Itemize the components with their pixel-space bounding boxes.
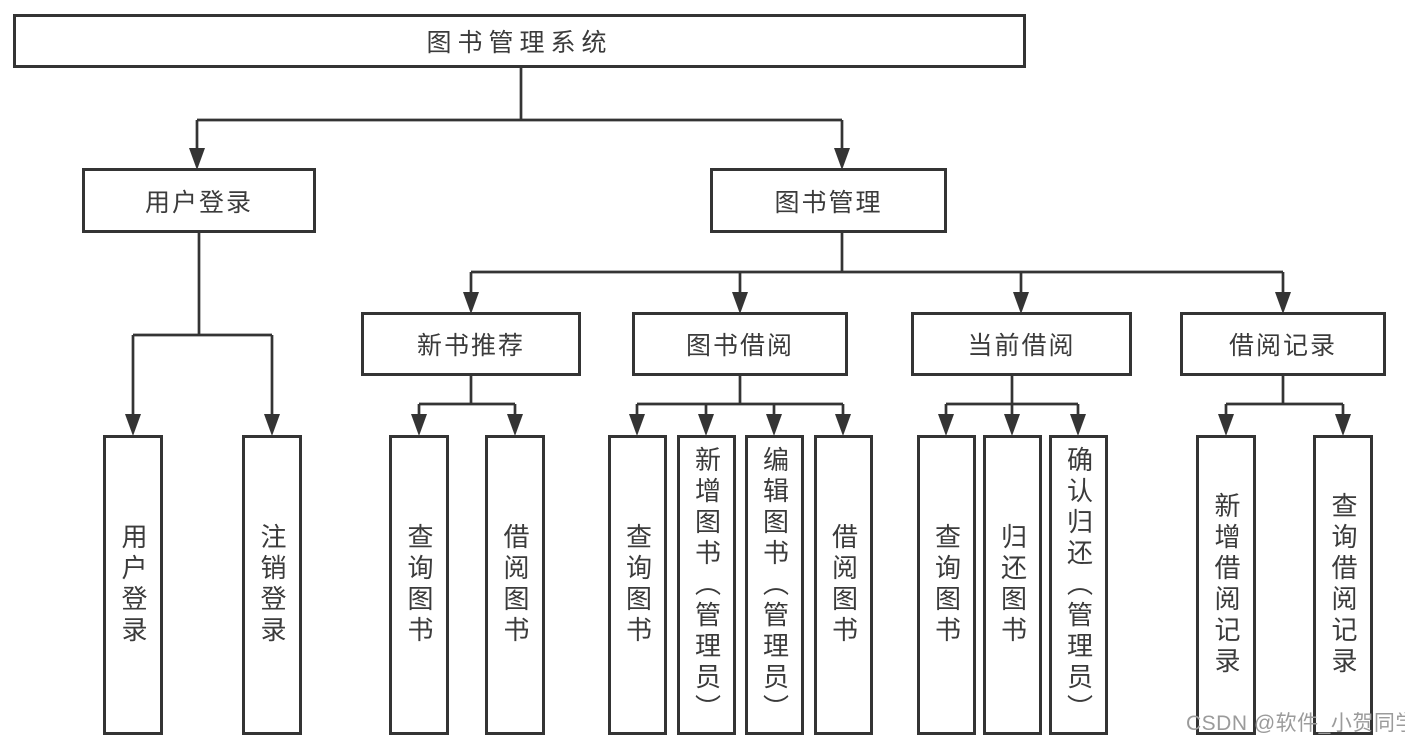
node-label: 查询图书 (404, 523, 434, 647)
node-book-borrowing: 图书借阅 (632, 312, 848, 376)
node-user-login: 用户登录 (82, 168, 316, 233)
leaf-bb-borrow-books: 借阅图书 (814, 435, 873, 735)
arrowhead (629, 414, 645, 436)
connector-book-mgmt-to-level3 (469, 233, 1285, 294)
leaf-br-add-borrow-record: 新增借阅记录 (1196, 435, 1256, 735)
arrowhead (189, 148, 205, 170)
watermark: CSDN @软件_小贺同学 (1186, 712, 1405, 735)
node-label: 编辑图书（管理员） (759, 445, 790, 725)
node-library-management-system: 图书管理系统 (13, 14, 1026, 68)
arrowhead (1275, 292, 1291, 314)
node-label: 确认归还（管理员） (1063, 445, 1094, 725)
leaf-nb-query-books: 查询图书 (389, 435, 449, 735)
arrowhead (1013, 292, 1029, 314)
arrowhead (834, 148, 850, 170)
node-label: 新书推荐 (416, 332, 525, 360)
node-current-borrowing: 当前借阅 (911, 312, 1132, 376)
leaf-cb-query-books: 查询图书 (917, 435, 976, 735)
arrowhead (835, 414, 851, 436)
connector-current-borrow-to-leaves (944, 376, 1080, 416)
node-borrowing-records: 借阅记录 (1180, 312, 1386, 376)
node-label: 图书借阅 (685, 332, 794, 360)
node-label: 借阅图书 (828, 523, 859, 647)
node-label: 用户登录 (118, 523, 148, 647)
node-label: 新增图书（管理员） (691, 445, 722, 725)
node-label: 查询图书 (931, 523, 962, 647)
node-label: 图书管理系统 (426, 29, 613, 57)
node-label: 借阅图书 (500, 523, 530, 647)
leaf-bb-query-books: 查询图书 (608, 435, 667, 735)
connector-borrow-records-to-leaves (1224, 376, 1345, 416)
connector-new-books-to-leaves (417, 376, 517, 416)
node-label: 查询借阅记录 (1328, 492, 1358, 678)
leaf-logout: 注销登录 (242, 435, 302, 735)
node-label: 图书管理 (774, 188, 883, 217)
leaf-bb-add-books-admin: 新增图书（管理员） (677, 435, 736, 735)
leaf-bb-edit-books-admin: 编辑图书（管理员） (745, 435, 804, 735)
node-label: 当前借阅 (967, 332, 1076, 360)
node-book-management: 图书管理 (710, 168, 947, 233)
leaf-nb-borrow-books: 借阅图书 (485, 435, 545, 735)
arrowhead (463, 292, 479, 314)
arrowheads (125, 148, 1351, 436)
arrowhead (125, 414, 141, 436)
node-label: 新增借阅记录 (1211, 492, 1241, 678)
leaf-user-login: 用户登录 (103, 435, 163, 735)
node-label: 归还图书 (997, 523, 1028, 647)
connector-root-to-level2 (195, 68, 844, 150)
arrowhead (264, 414, 280, 436)
node-new-book-recommendation: 新书推荐 (361, 312, 581, 376)
arrowhead (938, 414, 954, 436)
leaf-cb-confirm-return-admin: 确认归还（管理员） (1049, 435, 1108, 735)
node-label: 用户登录 (144, 188, 253, 217)
arrowhead (1218, 414, 1234, 436)
arrowhead (766, 414, 782, 436)
connector-book-borrow-to-leaves (635, 376, 845, 416)
arrowhead (507, 414, 523, 436)
node-label: 借阅记录 (1228, 332, 1337, 360)
arrowhead (698, 414, 714, 436)
node-label: 查询图书 (622, 523, 653, 647)
leaf-br-query-borrow-record: 查询借阅记录 (1313, 435, 1373, 735)
arrowhead (411, 414, 427, 436)
connector-user-login-to-leaves (131, 233, 274, 416)
arrowhead (1004, 414, 1020, 436)
arrowhead (732, 292, 748, 314)
leaf-cb-return-books: 归还图书 (983, 435, 1042, 735)
arrowhead (1070, 414, 1086, 436)
node-label: 注销登录 (257, 523, 287, 647)
arrowhead (1335, 414, 1351, 436)
